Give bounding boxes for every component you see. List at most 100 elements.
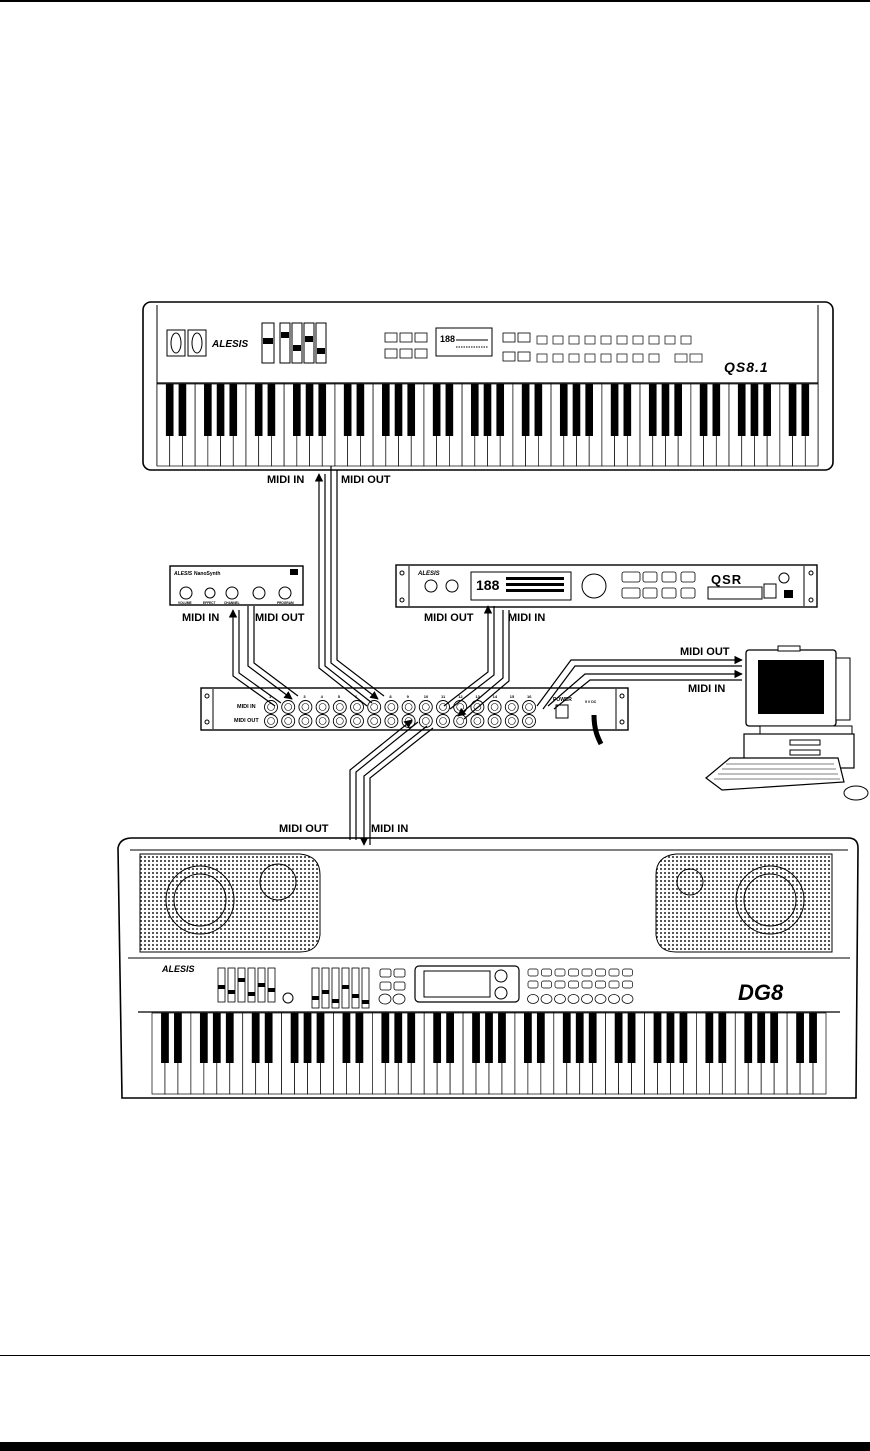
patchbay-out-port xyxy=(299,715,312,728)
dg8-button xyxy=(528,981,538,988)
dg8-midi-out-label: MIDI OUT xyxy=(279,823,329,835)
patchbay-in-port xyxy=(419,701,432,714)
patchbay-out-port xyxy=(333,715,346,728)
black-key xyxy=(809,1013,817,1063)
dg8-piano: ALESIS DG8 xyxy=(118,838,858,1098)
black-key xyxy=(649,384,657,436)
qsr-midi-in-label: MIDI IN xyxy=(508,612,545,624)
black-key xyxy=(801,384,809,436)
patchbay-in-port xyxy=(454,701,467,714)
dg8-button xyxy=(582,969,592,976)
patchbay-in-port xyxy=(437,701,450,714)
dg8-button xyxy=(596,969,606,976)
dg8-round-button xyxy=(595,995,606,1004)
patchbay-in-port xyxy=(368,701,381,714)
dg8-button xyxy=(623,981,633,988)
dg8-round-button xyxy=(528,995,539,1004)
nanosynth-knob-volume: VOLUME xyxy=(178,601,192,605)
dg8-button xyxy=(609,969,619,976)
dg8-round-button xyxy=(541,995,552,1004)
dg8-button xyxy=(623,969,633,976)
patchbay-in-port xyxy=(385,701,398,714)
black-key xyxy=(522,384,530,436)
cable-qs81-out xyxy=(331,466,378,699)
patchbay-port-number: 15 xyxy=(510,694,515,699)
qs81-midi-in-label: MIDI IN xyxy=(267,474,304,486)
black-key xyxy=(407,1013,415,1063)
svg-text:9 V DC: 9 V DC xyxy=(585,700,597,704)
black-key xyxy=(705,1013,713,1063)
black-key xyxy=(255,384,263,436)
patchbay-in-port xyxy=(505,701,518,714)
patchbay-out-port xyxy=(265,715,278,728)
dg8-round-button xyxy=(609,995,620,1004)
black-key xyxy=(344,384,352,436)
black-key xyxy=(585,384,593,436)
patchbay-out-port xyxy=(488,715,501,728)
qsr-brand: ALESIS xyxy=(417,571,440,577)
patchbay-out-port xyxy=(419,715,432,728)
dg8-round-button xyxy=(555,995,566,1004)
svg-text:188: 188 xyxy=(440,334,455,344)
dg8-midi-in-label: MIDI IN xyxy=(371,823,408,835)
patchbay-in-port xyxy=(299,701,312,714)
patchbay-port-number: 16 xyxy=(527,694,532,699)
black-key xyxy=(576,1013,584,1063)
black-key xyxy=(226,1013,234,1063)
black-key xyxy=(200,1013,208,1063)
patchbay-out-port xyxy=(316,715,329,728)
patchbay-out-port xyxy=(523,715,536,728)
dg8-button xyxy=(555,969,565,976)
qs81-lcd: 188 xyxy=(436,328,492,356)
black-key xyxy=(485,1013,493,1063)
patchbay-row-in-label: MIDI IN xyxy=(237,704,256,710)
dg8-button xyxy=(569,969,579,976)
black-key xyxy=(757,1013,765,1063)
black-key xyxy=(306,384,314,436)
black-key xyxy=(535,384,543,436)
patchbay-out-port xyxy=(437,715,450,728)
black-key xyxy=(498,1013,506,1063)
black-key xyxy=(268,384,276,436)
black-key xyxy=(252,1013,260,1063)
black-key xyxy=(304,1013,312,1063)
dg8-button xyxy=(582,981,592,988)
black-key xyxy=(291,1013,299,1063)
computer xyxy=(706,646,868,800)
black-key xyxy=(472,1013,480,1063)
black-key xyxy=(433,384,441,436)
dg8-round-button xyxy=(582,995,593,1004)
dg8-brand-logo: ALESIS xyxy=(161,964,195,974)
computer-midi-out-label: MIDI OUT xyxy=(680,646,730,658)
black-key xyxy=(496,384,504,436)
black-key xyxy=(166,384,174,436)
black-key xyxy=(318,384,326,436)
black-key xyxy=(700,384,708,436)
patchbay-out-port xyxy=(505,715,518,728)
black-key xyxy=(615,1013,623,1063)
black-key xyxy=(680,1013,688,1063)
qs81-sliders xyxy=(262,323,326,363)
black-key xyxy=(355,1013,363,1063)
footer-rule-thick xyxy=(0,1442,870,1451)
black-key xyxy=(179,384,187,436)
dg8-button xyxy=(542,981,552,988)
black-key xyxy=(357,384,365,436)
patchbay-port-number: 10 xyxy=(424,694,429,699)
qsr-display: 188 xyxy=(476,577,500,593)
black-key xyxy=(229,384,237,436)
nanosynth-midi-in-label: MIDI IN xyxy=(182,612,219,624)
computer-midi-in-label: MIDI IN xyxy=(688,683,725,695)
black-key xyxy=(394,1013,402,1063)
black-key xyxy=(674,384,682,436)
black-key xyxy=(563,1013,571,1063)
black-key xyxy=(317,1013,325,1063)
qs81-brand-logo: ALESIS xyxy=(211,339,248,350)
nanosynth-knob-effect: EFFECT xyxy=(203,601,215,605)
dg8-button xyxy=(555,981,565,988)
qs81-model-logo: QS8.1 xyxy=(724,359,769,375)
dg8-round-button xyxy=(622,995,633,1004)
black-key xyxy=(751,384,759,436)
black-key xyxy=(407,384,415,436)
